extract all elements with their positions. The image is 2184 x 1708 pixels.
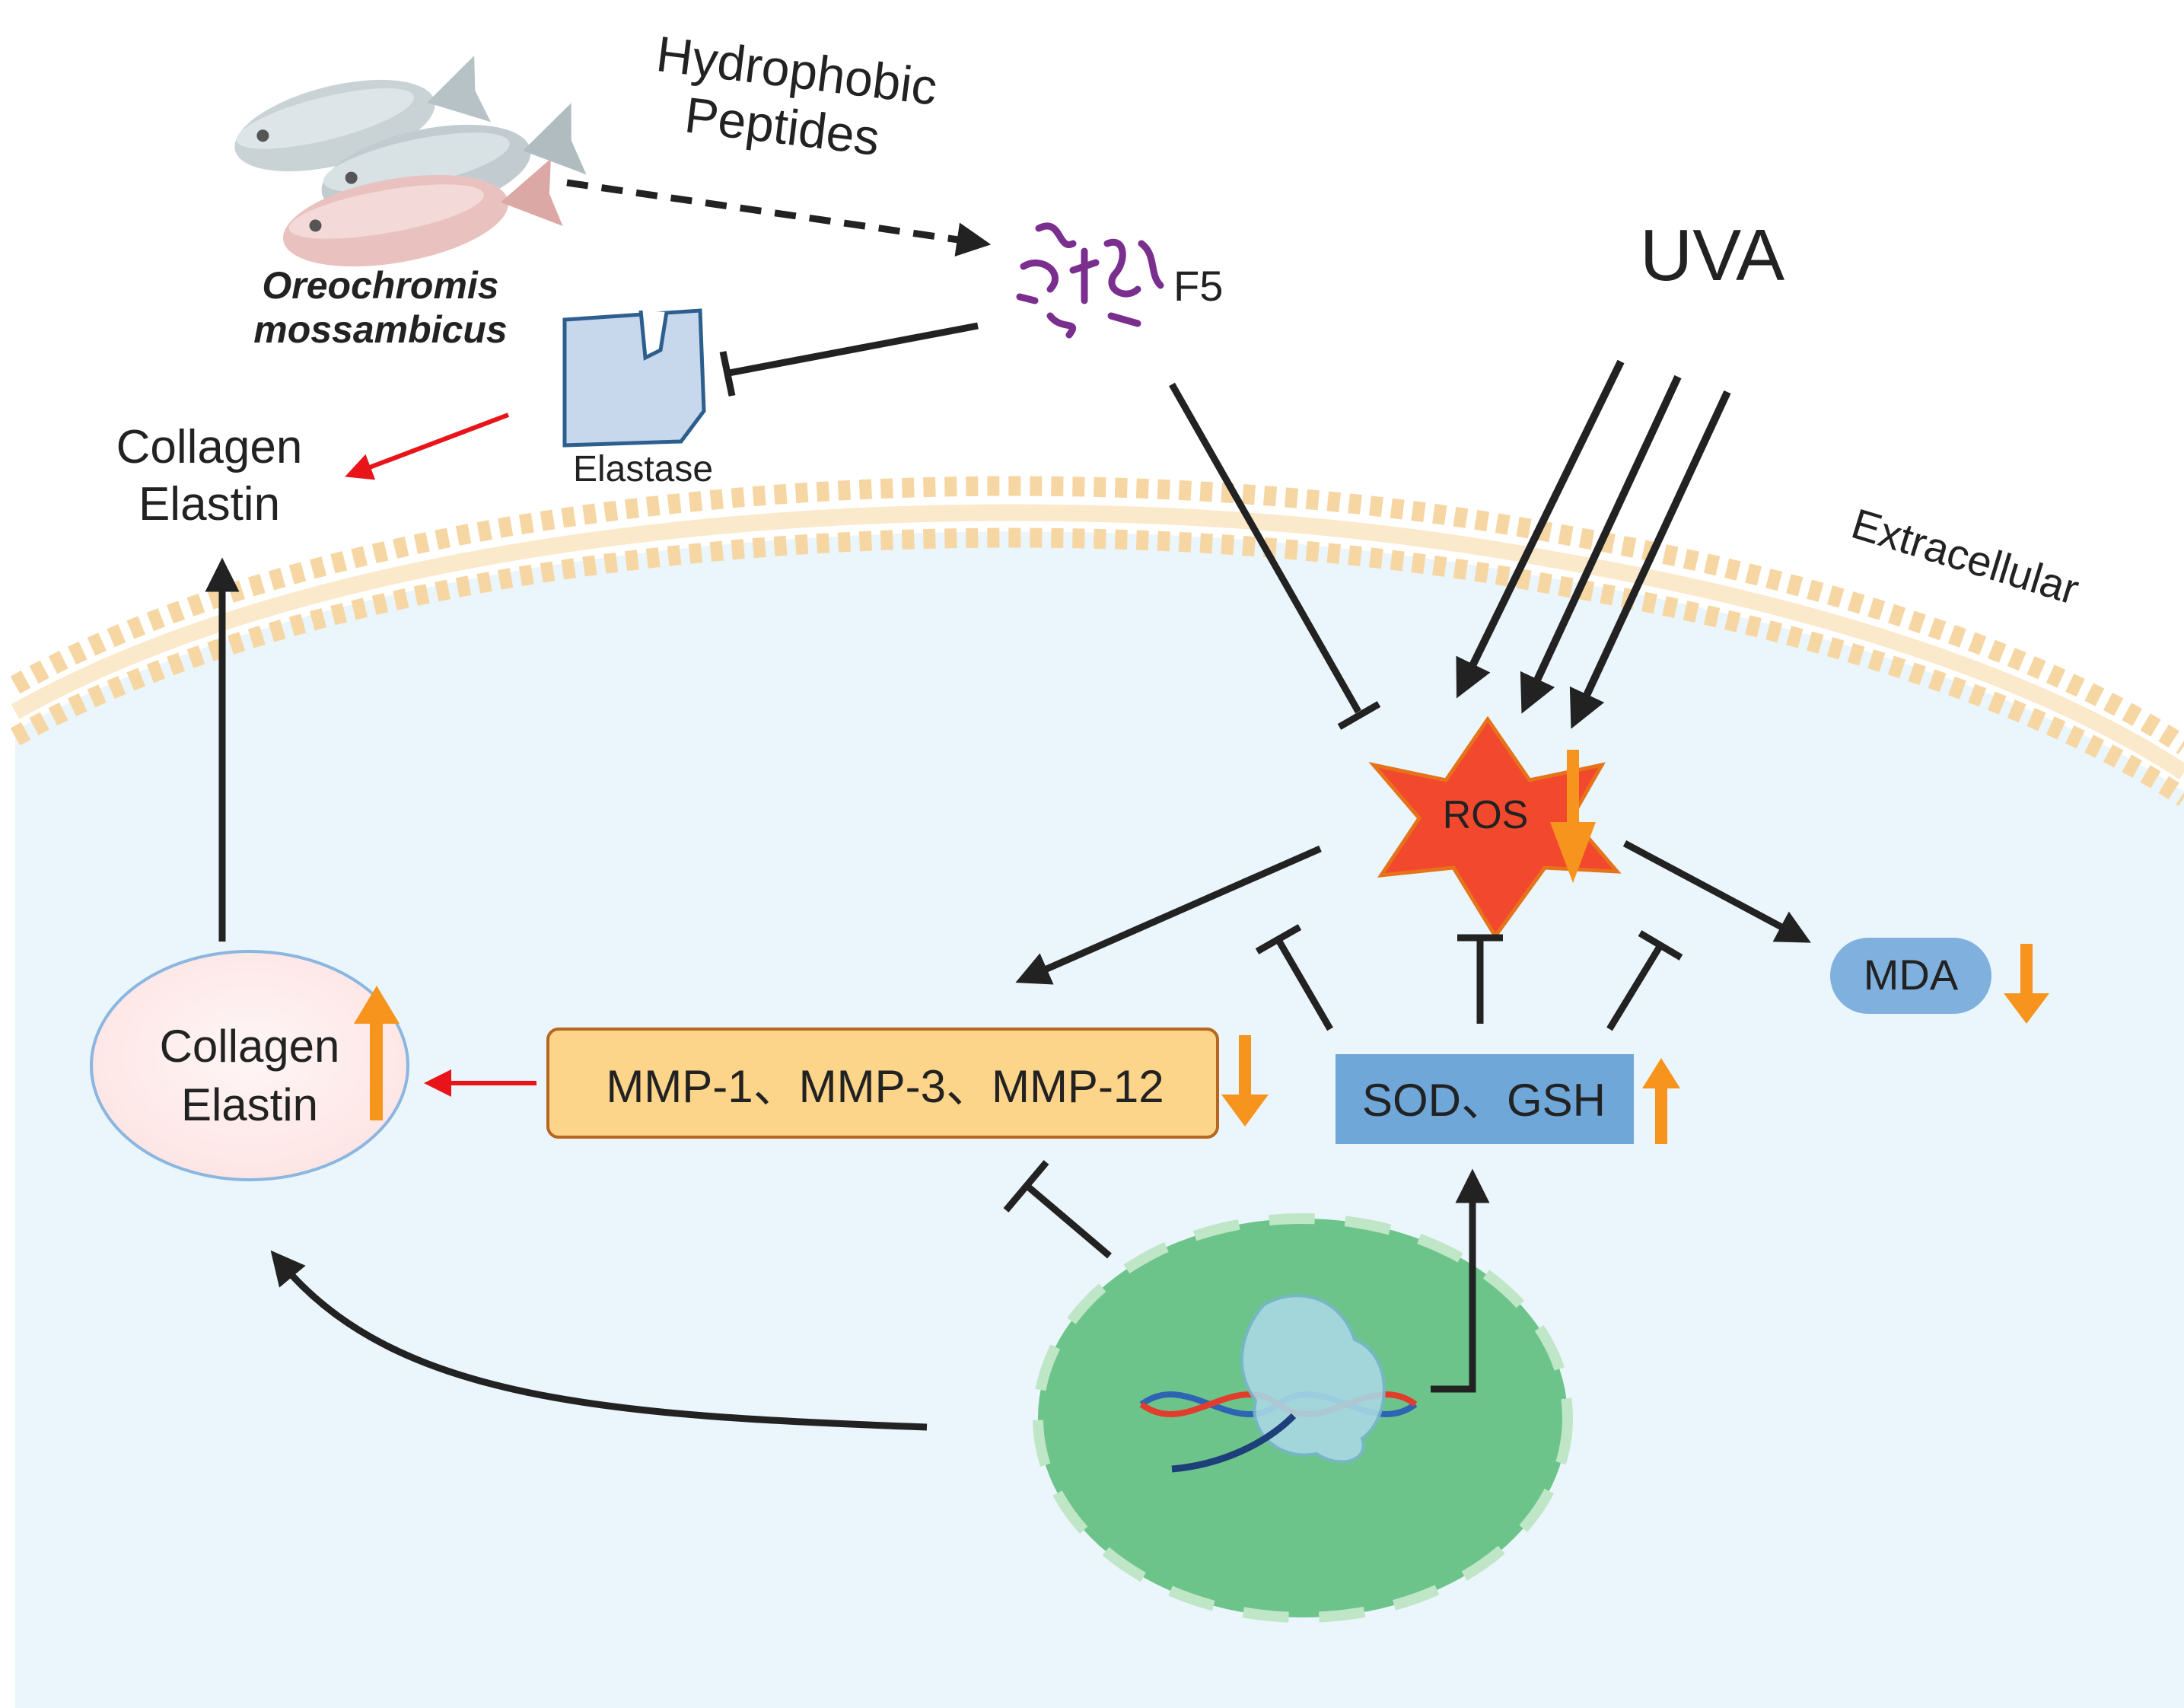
extracellular-label: Extracellular xyxy=(1846,499,2084,613)
elastase-icon xyxy=(562,308,706,448)
fish-icon xyxy=(234,55,587,267)
mda-node xyxy=(1830,938,1991,1014)
arrow-ros-to-mmp xyxy=(1015,845,1322,985)
antioxidant-label: SOD、GSH xyxy=(1362,1075,1606,1126)
inner-collagen-node xyxy=(90,950,409,1181)
cell-membrane xyxy=(10,476,2184,806)
curved-arrow-nucleus-to-collagen xyxy=(270,1250,928,1431)
antioxidant-up-arrow-icon xyxy=(1642,1058,1680,1144)
outer-elastin-label: Elastin xyxy=(138,478,280,531)
inhibit-elastase-line xyxy=(728,322,979,377)
arrow-nucleus-to-antioxidants xyxy=(1431,1168,1490,1393)
outer-collagen-label: Collagen xyxy=(116,421,303,473)
mda-label: MDA xyxy=(1864,951,1959,999)
inhibit-elastase-bar xyxy=(719,351,736,397)
inhibit-ros-bar xyxy=(1337,701,1381,730)
inhibit-ros-line xyxy=(1169,382,1361,714)
inner-elastin-label: Elastin xyxy=(181,1079,318,1130)
elastase-label: Elastase xyxy=(573,449,713,489)
species-name-line1: Oreochromis xyxy=(262,264,498,307)
inhibit-mmp-bar xyxy=(1003,1160,1049,1212)
red-arrow-elastase-to-collagen xyxy=(345,413,510,480)
f5-label: F5 xyxy=(1173,262,1223,310)
ros-down-arrow-icon xyxy=(1550,750,1596,883)
dna-transcription-icon xyxy=(1139,1294,1418,1473)
peptide-f5-icon xyxy=(1016,222,1164,339)
antioxidant-inhibitions xyxy=(1255,924,1683,1031)
mmp-node xyxy=(546,1028,1219,1139)
mda-down-arrow-icon xyxy=(2004,944,2049,1024)
inner-collagen-label: Collagen xyxy=(160,1021,340,1072)
mmp-down-arrow-icon xyxy=(1221,1035,1269,1126)
inhibit-mmp-line xyxy=(1027,1184,1112,1259)
uva-label: UVA xyxy=(1640,215,1784,296)
ros-label: ROS xyxy=(1443,793,1529,837)
mmp-label: MMP-1、MMP-3、MMP-12 xyxy=(606,1061,1164,1112)
inner-collagen-up-arrow-icon xyxy=(354,986,400,1120)
antioxidant-node xyxy=(1336,1054,1634,1144)
arrow-ros-to-mda xyxy=(1622,840,1811,943)
uva-rays xyxy=(1456,359,1731,729)
species-name-line2: mossambicus xyxy=(253,308,507,351)
dashed-arrow-to-f5 xyxy=(566,179,992,257)
